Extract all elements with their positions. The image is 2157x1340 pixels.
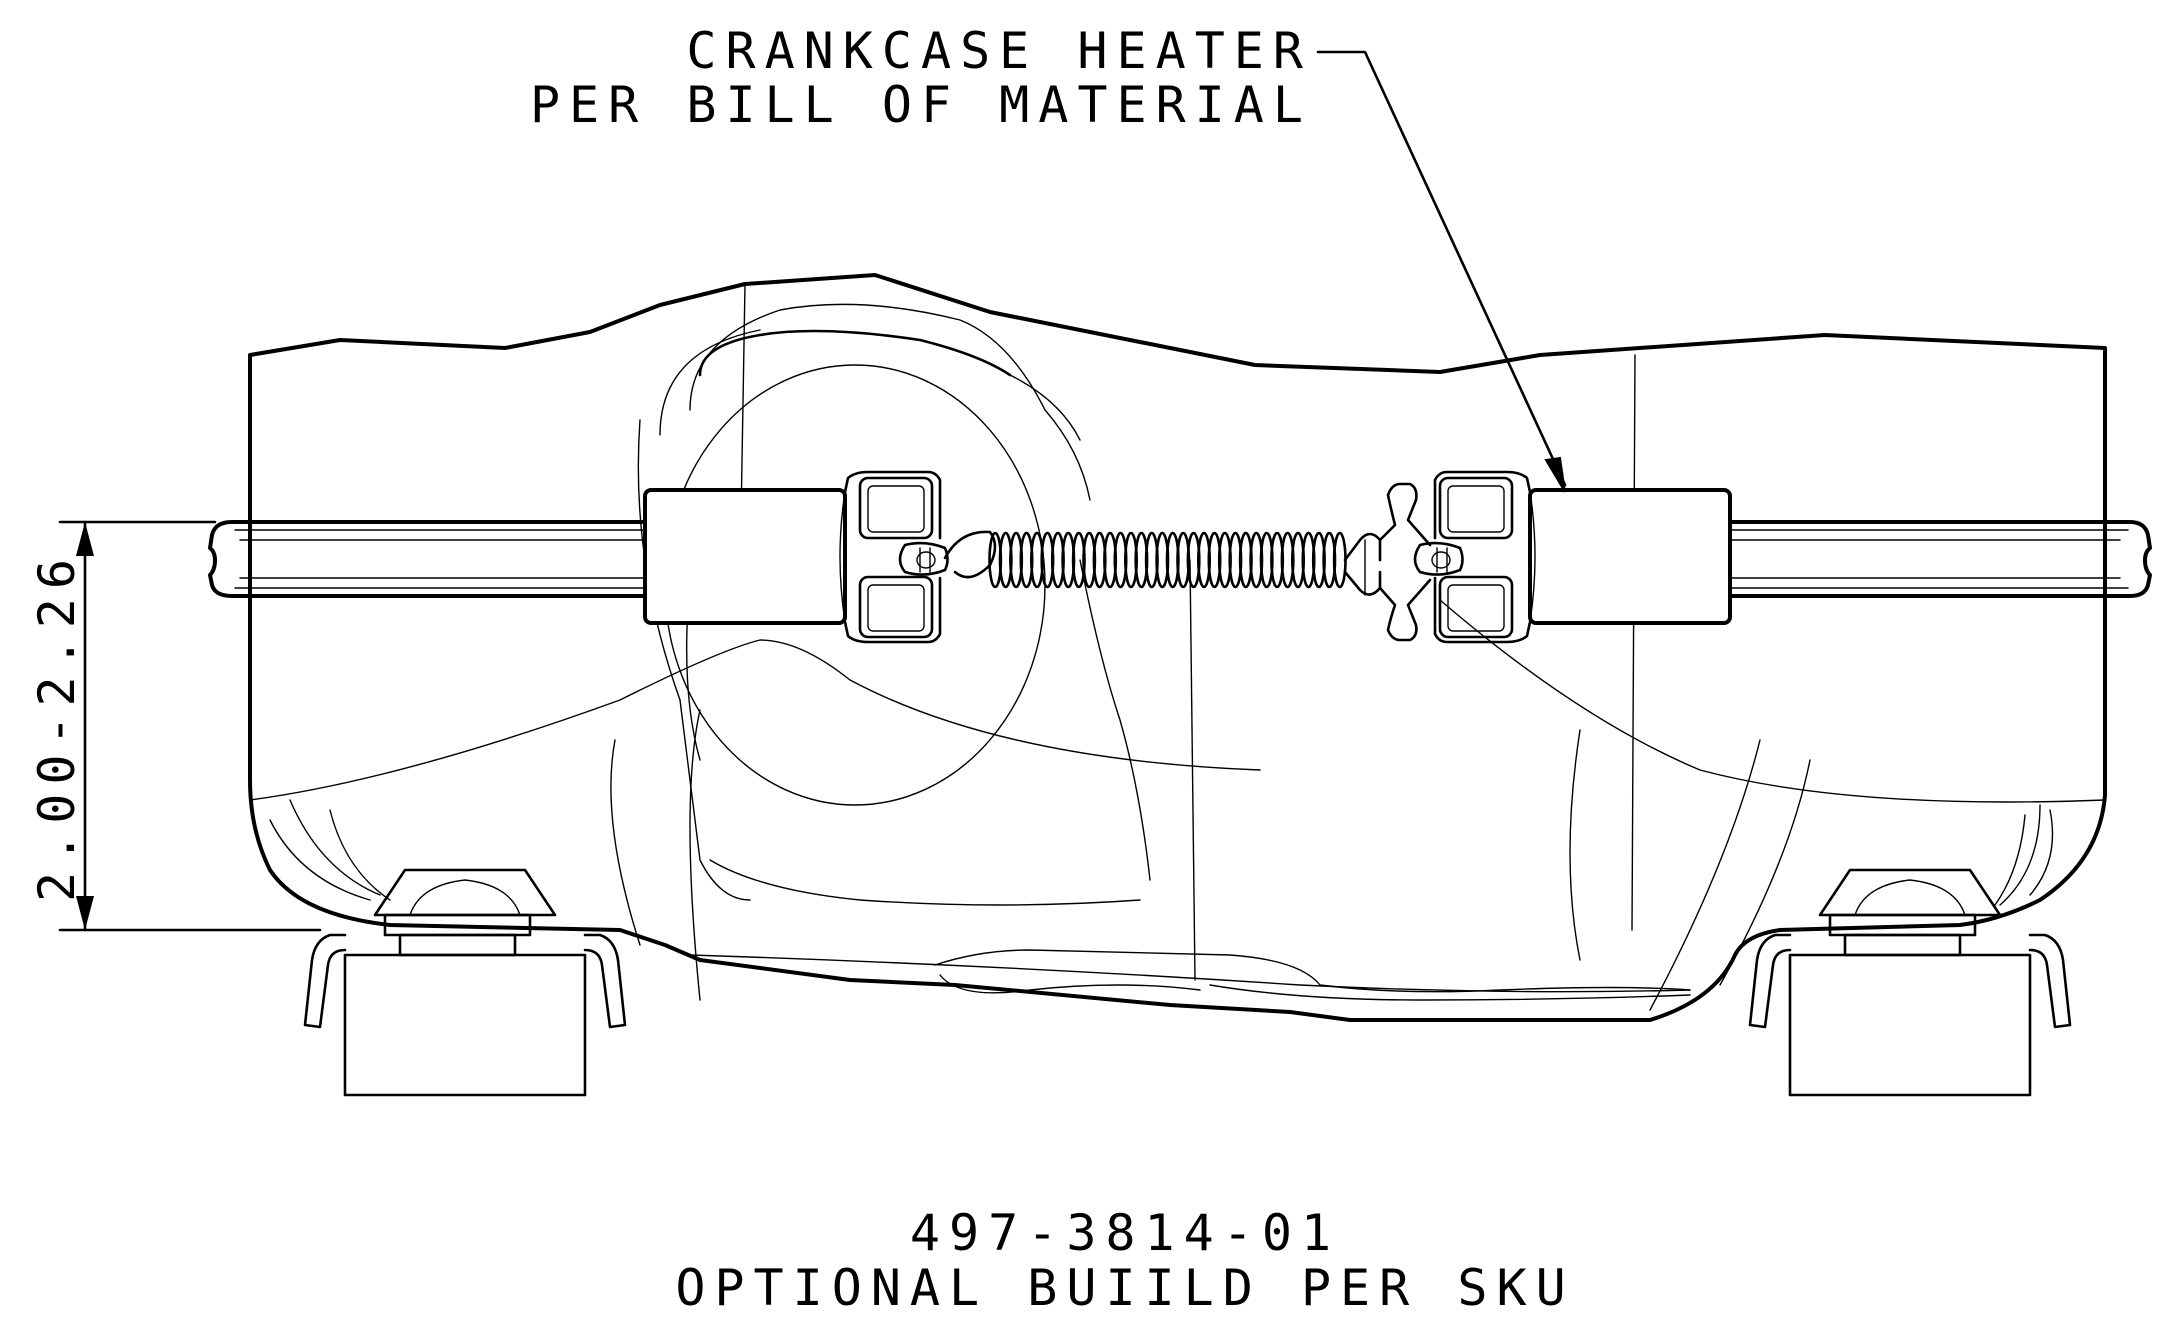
build-note: OPTIONAL BUIILD PER SKU bbox=[675, 1259, 1574, 1317]
compressor-body bbox=[248, 273, 2107, 1022]
heater-band bbox=[208, 520, 2152, 598]
callout-line-1: CRANKCASE HEATER bbox=[686, 22, 1312, 80]
right-clamp bbox=[1413, 470, 1732, 644]
left-clamp bbox=[643, 470, 949, 644]
left-mounting-foot bbox=[303, 868, 627, 1097]
part-number: 497-3814-01 bbox=[910, 1204, 1340, 1262]
tension-spring bbox=[943, 482, 1432, 642]
dimension-label: 2.00-2.26 bbox=[28, 550, 86, 902]
right-mounting-foot bbox=[1748, 868, 2072, 1097]
callout-line-2: PER BILL OF MATERIAL bbox=[530, 76, 1312, 134]
callout-leader bbox=[1316, 50, 1567, 493]
height-dimension bbox=[58, 520, 322, 932]
